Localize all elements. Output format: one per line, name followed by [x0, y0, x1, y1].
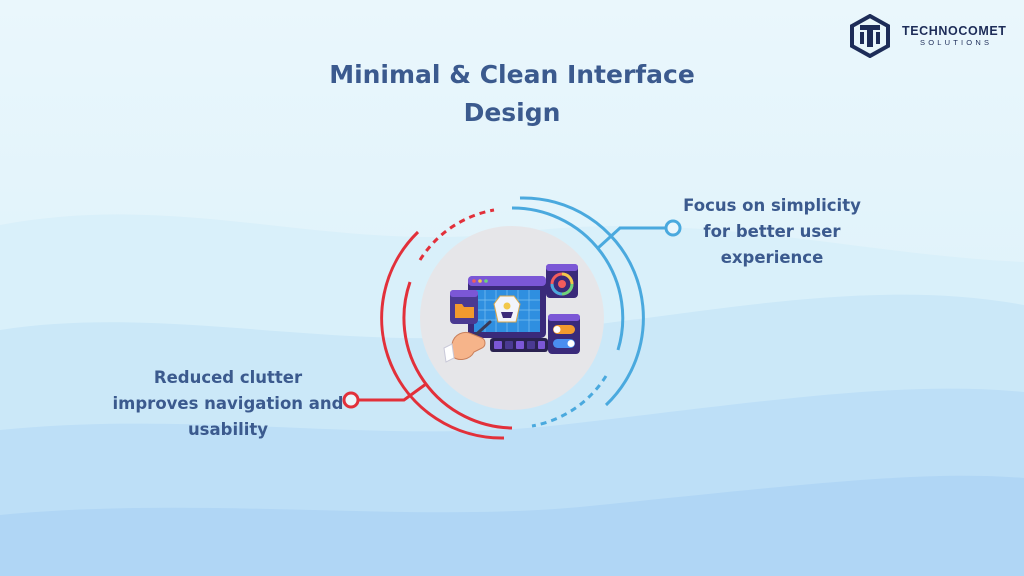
- page-title-line-1: Minimal & Clean Interface: [329, 60, 695, 89]
- design-interface-illustration: [443, 264, 580, 363]
- red-arc-dashed: [418, 208, 495, 261]
- brand-tagline: SOLUTIONS: [920, 38, 993, 47]
- left-caption: Reduced clutter improves navigation and …: [110, 365, 346, 443]
- brand-name: TECHNOCOMET: [902, 24, 1007, 38]
- page-title-line-2: Design: [463, 98, 561, 127]
- red-arc: [402, 281, 513, 430]
- right-connector-dot: [664, 219, 682, 237]
- right-caption-line-1: Focus on simplicity: [683, 196, 861, 215]
- blue-arc-dashed: [531, 375, 608, 428]
- left-caption-line-2: improves navigation and: [112, 394, 344, 413]
- red-outer-arc: [380, 230, 505, 440]
- right-caption: Focus on simplicity for better user expe…: [672, 193, 872, 271]
- right-caption-line-3: experience: [720, 248, 824, 267]
- technocomet-logo-icon: [850, 14, 890, 58]
- page-title: Minimal & Clean Interface Design: [262, 56, 762, 132]
- left-caption-line-3: usability: [187, 420, 269, 439]
- blue-arc: [511, 206, 625, 351]
- left-caption-line-1: Reduced clutter: [153, 368, 303, 387]
- brand-logo: TECHNOCOMET SOLUTIONS: [848, 14, 1018, 58]
- left-connector-dot: [342, 391, 360, 409]
- right-connector-line: [596, 226, 666, 250]
- right-caption-line-2: for better user: [703, 222, 841, 241]
- blue-outer-arc: [519, 196, 645, 407]
- left-connector-line: [358, 382, 427, 402]
